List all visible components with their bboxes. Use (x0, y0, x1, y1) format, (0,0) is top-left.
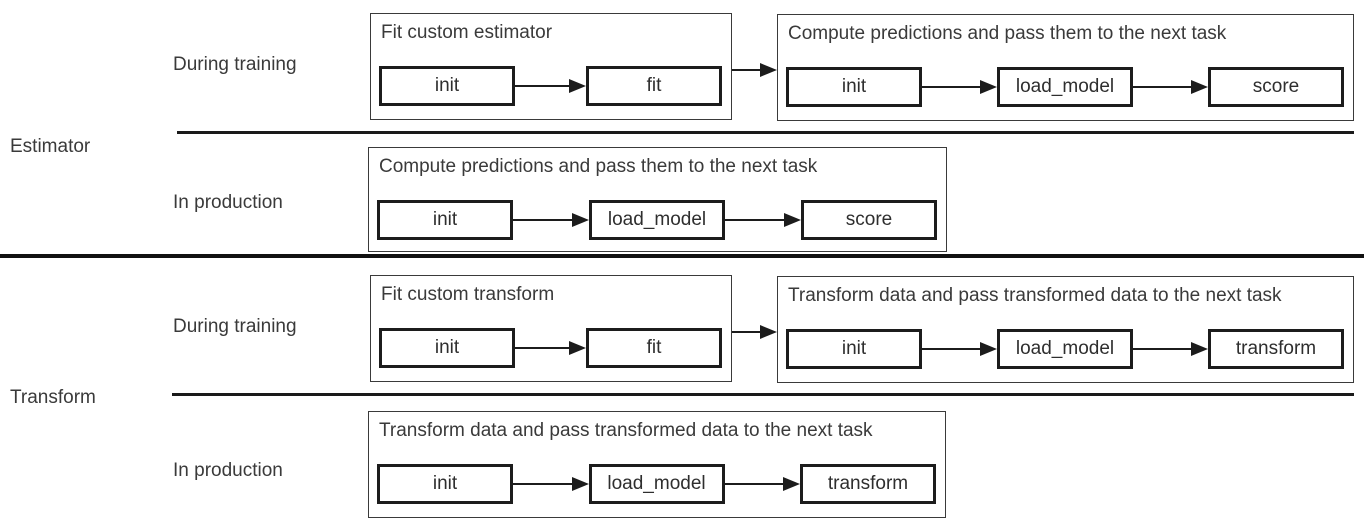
arrow-right-icon (922, 342, 997, 356)
step-sequence: init load_model score (786, 67, 1344, 107)
section-divider (0, 254, 1364, 258)
flow-transform-data-production: Transform data and pass transformed data… (368, 411, 946, 518)
step-init: init (377, 464, 513, 504)
step-init: init (786, 329, 922, 369)
step-load-model: load_model (588, 464, 725, 504)
phase-label-transform-training: During training (173, 316, 297, 337)
step-transform: transform (1208, 329, 1344, 369)
phase-label-estimator-production: In production (173, 192, 283, 213)
step-load-model: load_model (997, 329, 1133, 369)
step-init: init (786, 67, 922, 107)
flow-title: Fit custom estimator (381, 22, 553, 43)
arrow-right-icon (515, 79, 586, 93)
step-score: score (1208, 67, 1344, 107)
phase-label-estimator-training: During training (173, 54, 297, 75)
arrow-right-icon (724, 477, 800, 491)
step-sequence: init fit (379, 328, 722, 368)
flow-compute-predictions-training: Compute predictions and pass them to the… (777, 14, 1354, 121)
step-init: init (379, 328, 515, 368)
row-divider-transform (172, 393, 1354, 396)
flow-title: Compute predictions and pass them to the… (379, 156, 818, 177)
arrow-right-icon (922, 80, 997, 94)
flow-title: Fit custom transform (381, 284, 555, 305)
step-fit: fit (586, 328, 722, 368)
section-label-estimator: Estimator (10, 136, 91, 157)
flow-title: Transform data and pass transformed data… (379, 420, 873, 441)
arrow-right-icon (513, 477, 589, 491)
step-init: init (379, 66, 515, 106)
step-init: init (377, 200, 513, 240)
arrow-right-icon (1133, 342, 1208, 356)
phase-label-transform-production: In production (173, 460, 283, 481)
step-load-model: load_model (589, 200, 725, 240)
flow-fit-custom-transform: Fit custom transform init fit (370, 275, 732, 382)
row-divider-estimator (177, 131, 1354, 134)
arrow-right-icon (732, 63, 777, 77)
flow-compute-predictions-production: Compute predictions and pass them to the… (368, 147, 947, 252)
step-load-model: load_model (997, 67, 1133, 107)
flow-title: Transform data and pass transformed data… (788, 285, 1282, 306)
arrow-right-icon (515, 341, 586, 355)
step-sequence: init load_model transform (377, 464, 936, 504)
flow-transform-data-training: Transform data and pass transformed data… (777, 276, 1354, 383)
arrow-right-icon (1133, 80, 1208, 94)
step-transform: transform (800, 464, 936, 504)
step-sequence: init fit (379, 66, 722, 106)
flow-fit-custom-estimator: Fit custom estimator init fit (370, 13, 732, 120)
step-score: score (801, 200, 937, 240)
step-sequence: init load_model transform (786, 329, 1344, 369)
section-label-transform: Transform (10, 387, 96, 408)
step-sequence: init load_model score (377, 200, 937, 240)
flow-title: Compute predictions and pass them to the… (788, 23, 1227, 44)
step-fit: fit (586, 66, 722, 106)
arrow-right-icon (513, 213, 589, 227)
arrow-right-icon (725, 213, 801, 227)
arrow-right-icon (732, 325, 777, 339)
